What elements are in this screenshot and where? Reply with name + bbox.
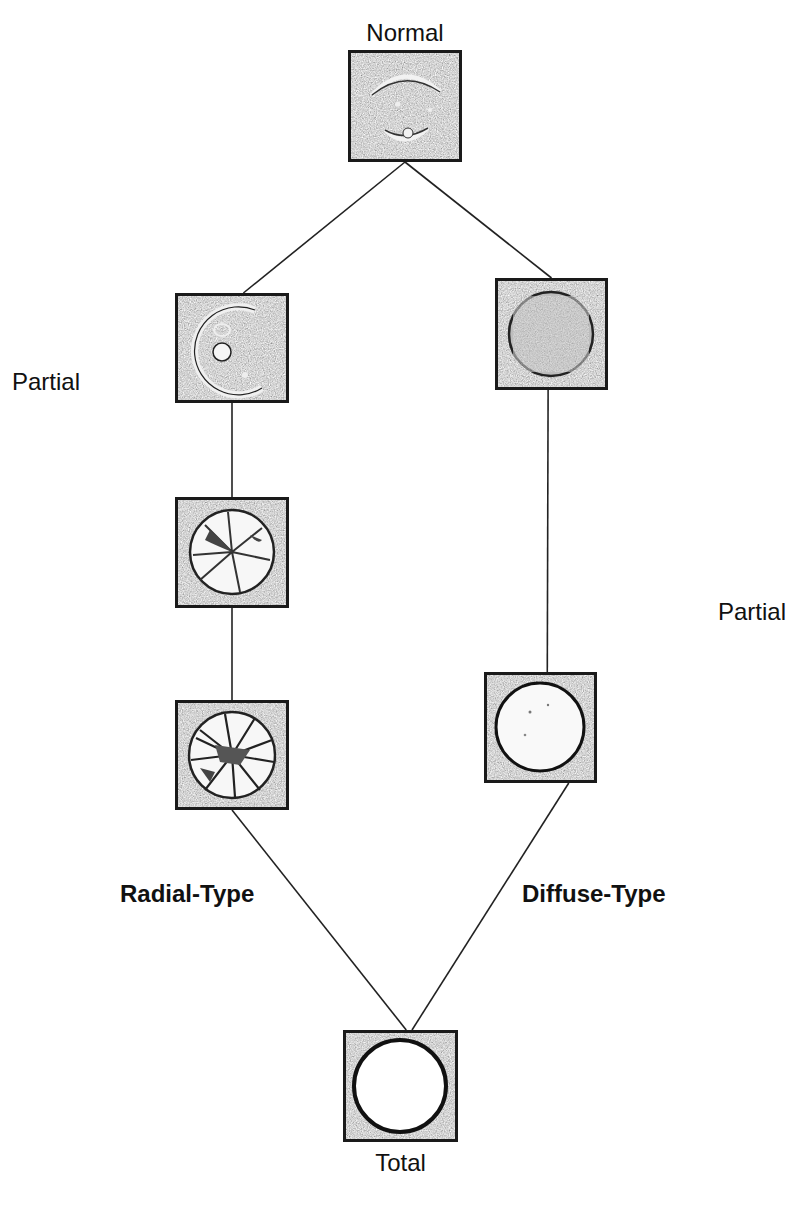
total-micrograph [343,1030,458,1142]
connector-line [405,162,552,278]
normal-micrograph [348,50,462,162]
micrograph-box [175,700,289,810]
connector-line [546,390,548,672]
partial-radial-micrograph-1 [175,293,289,403]
stage-label: Partial [718,598,786,626]
partial-diffuse-micrograph-2 [484,672,597,783]
stage-label: Partial [12,368,80,396]
pathway-label: Radial-Type [120,880,254,908]
micrograph-box [484,672,597,783]
micrograph-box [175,293,289,403]
stage-heading: Normal [366,19,443,47]
pathway-label: Diffuse-Type [522,880,666,908]
micrograph-box: Total [343,1030,458,1142]
connector-line [243,162,405,293]
connector-line [231,403,233,497]
connector-line [231,608,233,700]
partial-radial-micrograph-3 [175,700,289,810]
partial-radial-micrograph-2 [175,497,289,608]
connector-line [232,810,406,1030]
micrograph-box [175,497,289,608]
stage-heading: Total [375,1149,426,1177]
partial-diffuse-micrograph-1 [495,278,608,390]
micrograph-box [495,278,608,390]
micrograph-box: Normal [348,50,462,162]
